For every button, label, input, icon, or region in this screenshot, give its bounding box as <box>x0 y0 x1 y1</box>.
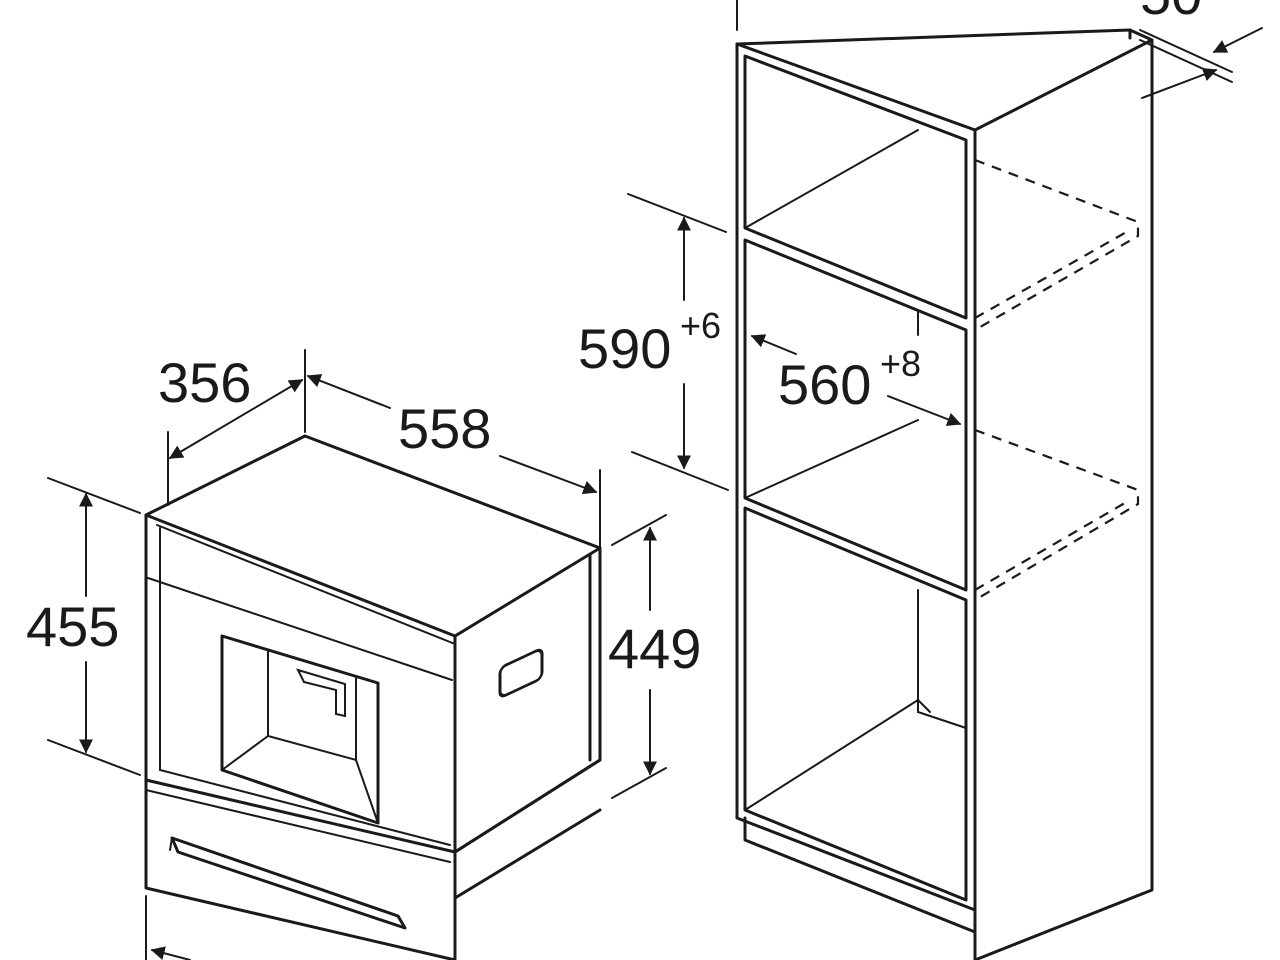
coffee-dispenser-recess <box>220 634 380 825</box>
dim-niche-height: 590 <box>578 317 671 380</box>
dim-appliance-depth: 356 <box>158 351 251 414</box>
appliance-top-face <box>144 434 602 638</box>
upper-compartment <box>743 54 968 320</box>
dim-appliance-width: 558 <box>398 397 491 460</box>
shelf-lower-dashed <box>974 428 1140 601</box>
dim-niche-height-tolerance: +6 <box>680 305 721 346</box>
cabinet-outline <box>735 42 977 912</box>
dim-appliance-height: 455 <box>26 595 119 658</box>
dim-appliance-front-height: 449 <box>608 617 701 680</box>
shelf-upper-dashed <box>974 158 1140 331</box>
coffee-machine-drawing: 356 558 455 449 <box>26 349 701 960</box>
dim-top-right-partial: 50 <box>1140 0 1202 26</box>
middle-niche <box>743 238 968 592</box>
drawer-handle <box>170 836 407 930</box>
lower-compartment <box>743 506 968 902</box>
cabinet-niche-drawing: 590 +6 560 +8 50 <box>578 0 1263 960</box>
dim-niche-width: 560 <box>778 353 871 416</box>
coffee-spout <box>296 668 346 718</box>
appliance-front-face <box>144 513 457 960</box>
dim-niche-width-tolerance: +8 <box>880 343 921 384</box>
side-handle <box>498 648 544 698</box>
